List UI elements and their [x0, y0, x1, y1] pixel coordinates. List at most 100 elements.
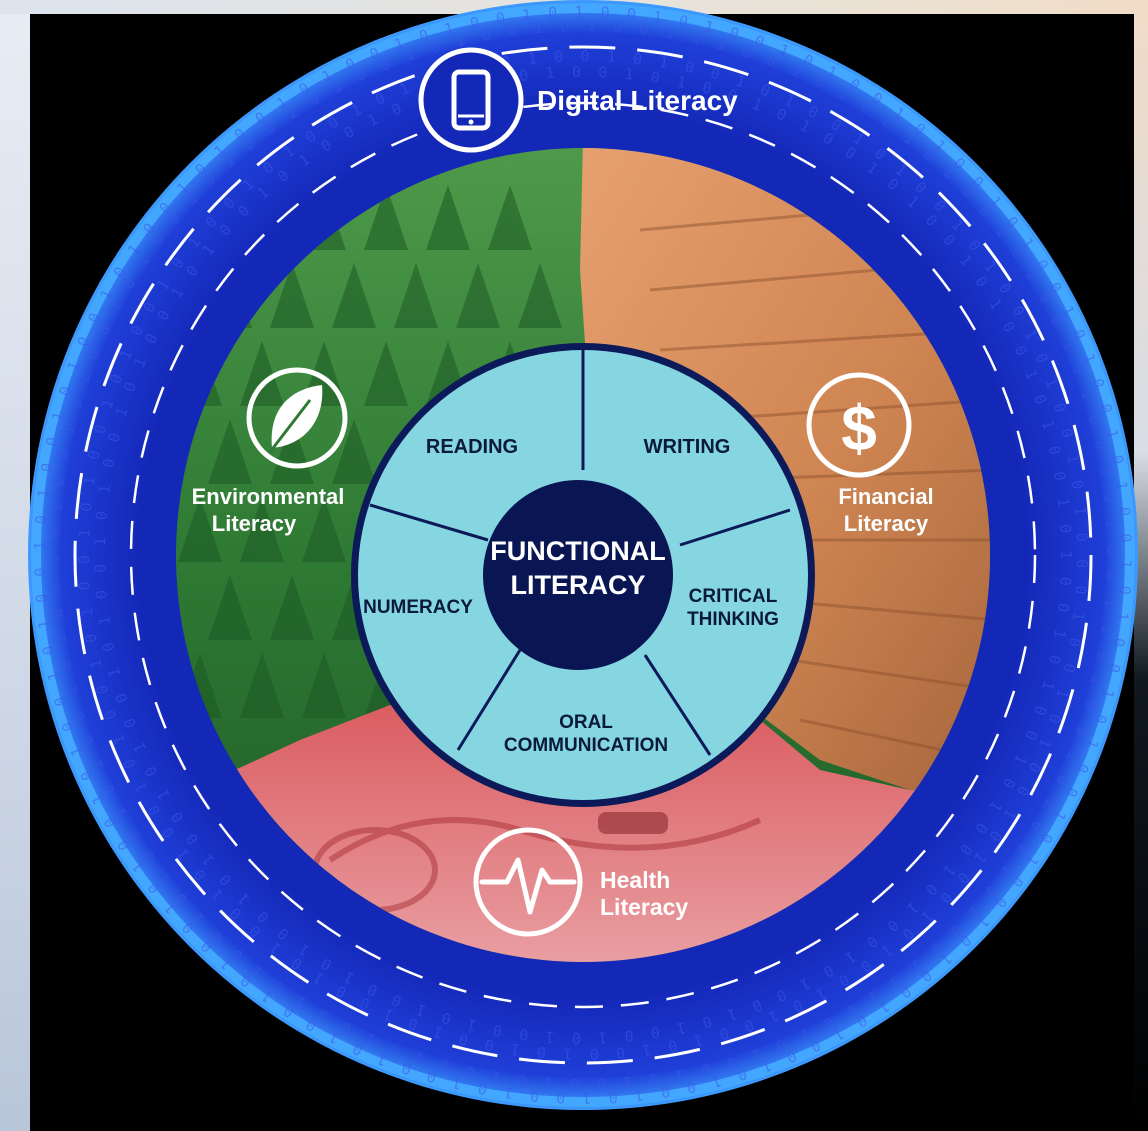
svg-text:0: 0 — [596, 1075, 606, 1093]
svg-text:0: 0 — [572, 63, 581, 81]
svg-text:0: 0 — [99, 641, 118, 653]
svg-text:1: 1 — [80, 475, 99, 487]
svg-text:1: 1 — [533, 19, 544, 38]
svg-text:0: 0 — [1102, 571, 1120, 581]
svg-text:1: 1 — [641, 1040, 652, 1059]
svg-text:1: 1 — [586, 17, 595, 35]
svg-text:1: 1 — [45, 555, 63, 564]
svg-text:1: 1 — [78, 607, 97, 618]
svg-text:0: 0 — [1073, 532, 1091, 542]
svg-text:0: 0 — [45, 529, 63, 539]
svg-text:1: 1 — [75, 528, 93, 538]
svg-text:0: 0 — [91, 563, 109, 573]
svg-text:0: 0 — [1104, 662, 1123, 675]
svg-text:1: 1 — [1098, 687, 1118, 700]
svg-text:0: 0 — [31, 567, 49, 577]
svg-text:1: 1 — [675, 1018, 687, 1037]
svg-text:1: 1 — [1117, 559, 1135, 568]
svg-text:0: 0 — [1109, 636, 1128, 648]
health-literacy-line1: Health — [600, 867, 670, 893]
skill-critical-thinking-line1: CRITICAL — [689, 586, 778, 607]
svg-text:1: 1 — [1057, 550, 1075, 559]
svg-text:1: 1 — [105, 666, 125, 679]
svg-text:0: 0 — [600, 3, 610, 21]
svg-text:1: 1 — [490, 1067, 502, 1086]
svg-text:1: 1 — [702, 17, 715, 37]
svg-text:0: 0 — [1065, 636, 1084, 648]
svg-text:0: 0 — [84, 449, 103, 461]
svg-text:0: 0 — [689, 28, 702, 48]
svg-text:0: 0 — [572, 1029, 581, 1047]
svg-text:0: 0 — [518, 66, 529, 85]
center-circle — [483, 480, 673, 670]
svg-text:1: 1 — [527, 49, 538, 68]
dashed-ring-outer — [73, 45, 1093, 1065]
svg-text:1: 1 — [454, 31, 467, 51]
svg-text:1: 1 — [634, 1086, 645, 1105]
svg-text:0: 0 — [1084, 413, 1104, 426]
svg-text:1: 1 — [521, 6, 532, 25]
svg-text:0: 0 — [39, 644, 58, 656]
svg-text:0: 0 — [608, 1088, 618, 1106]
svg-text:0: 0 — [76, 581, 95, 591]
svg-text:1: 1 — [563, 1045, 573, 1063]
svg-text:1: 1 — [1063, 453, 1082, 465]
svg-text:1: 1 — [658, 53, 670, 72]
financial-literacy-line1: Financial — [838, 484, 933, 509]
svg-text:0: 0 — [77, 502, 96, 513]
svg-text:0: 0 — [529, 1087, 540, 1106]
svg-text:0: 0 — [667, 1036, 679, 1055]
svg-text:0: 0 — [480, 25, 492, 44]
svg-text:1: 1 — [86, 658, 106, 671]
dollar-icon: $ — [806, 372, 912, 478]
svg-text:0: 0 — [624, 1026, 635, 1045]
skill-dividers — [369, 350, 791, 756]
svg-text:1: 1 — [1101, 597, 1120, 608]
svg-text:0: 0 — [632, 50, 643, 69]
svg-text:1: 1 — [1054, 497, 1073, 508]
skill-numeracy: NUMERACY — [363, 597, 473, 618]
svg-text:0: 0 — [589, 1045, 598, 1063]
svg-text:1: 1 — [624, 65, 635, 84]
leaf-icon — [246, 367, 348, 469]
svg-text:0: 0 — [570, 1075, 579, 1093]
svg-text:0: 0 — [560, 17, 570, 35]
svg-text:1: 1 — [1102, 519, 1121, 529]
svg-text:0: 0 — [32, 515, 51, 525]
background-panel-left — [0, 0, 30, 1131]
svg-text:0: 0 — [598, 63, 608, 81]
skill-critical-thinking-line2: THINKING — [687, 609, 779, 630]
svg-text:1: 1 — [1050, 628, 1069, 640]
svg-text:1: 1 — [503, 1083, 514, 1102]
svg-text:0: 0 — [507, 21, 518, 40]
svg-text:0: 0 — [90, 423, 110, 436]
skill-oral-communication-line1: ORAL — [559, 712, 613, 733]
svg-text:1: 1 — [510, 1040, 521, 1059]
svg-text:0: 0 — [1108, 454, 1127, 466]
outer-ring-glow — [31, 3, 1135, 1107]
svg-text:1: 1 — [59, 423, 79, 436]
svg-text:0: 0 — [626, 5, 637, 24]
svg-text:0: 0 — [75, 555, 93, 564]
svg-text:0: 0 — [56, 659, 75, 672]
svg-text:1: 1 — [35, 619, 54, 630]
svg-text:0: 0 — [483, 1035, 495, 1054]
svg-text:1: 1 — [442, 19, 455, 39]
svg-text:1: 1 — [34, 488, 53, 499]
svg-text:1: 1 — [95, 484, 114, 495]
svg-text:1: 1 — [652, 8, 663, 27]
svg-text:1: 1 — [451, 1073, 464, 1093]
svg-text:0: 0 — [99, 457, 118, 469]
svg-text:1: 1 — [1097, 623, 1116, 634]
svg-text:1: 1 — [1071, 506, 1090, 517]
svg-text:0: 0 — [464, 1062, 477, 1082]
svg-text:0: 0 — [48, 607, 67, 618]
svg-text:1: 1 — [606, 48, 616, 66]
svg-text:0: 0 — [477, 1079, 489, 1098]
svg-text:1: 1 — [47, 502, 66, 513]
svg-text:0: 0 — [46, 581, 65, 591]
svg-text:0: 0 — [1117, 533, 1135, 543]
svg-text:0: 0 — [649, 68, 661, 87]
svg-text:0: 0 — [1091, 439, 1110, 452]
